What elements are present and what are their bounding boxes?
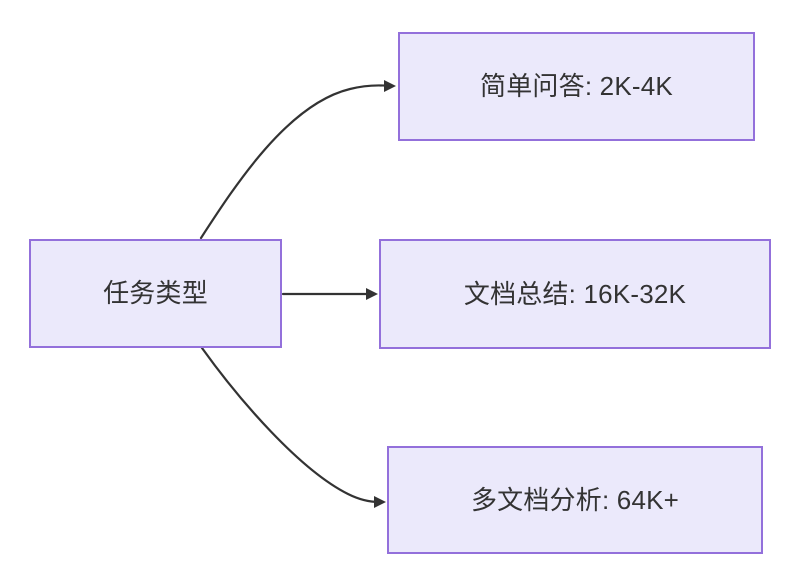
node-label: 文档总结: 16K-32K bbox=[463, 278, 687, 309]
edge-source-to-target-1 bbox=[281, 288, 378, 300]
arrow-head-icon bbox=[374, 496, 386, 508]
arrow-head-icon bbox=[366, 288, 378, 300]
node-label: 简单问答: 2K-4K bbox=[480, 71, 673, 102]
node-label: 多文档分析: 64K+ bbox=[470, 484, 680, 515]
node-multi-document-analysis[interactable]: 多文档分析: 64K+ bbox=[387, 446, 763, 554]
edge-source-to-target-0 bbox=[199, 80, 396, 240]
edge-source-to-target-2 bbox=[200, 346, 386, 508]
node-document-summary[interactable]: 文档总结: 16K-32K bbox=[379, 239, 771, 349]
node-label: 任务类型 bbox=[103, 278, 208, 309]
arrow-head-icon bbox=[384, 80, 396, 92]
edge-path-2 bbox=[200, 346, 381, 504]
node-simple-qa[interactable]: 简单问答: 2K-4K bbox=[398, 32, 755, 141]
node-task-type[interactable]: 任务类型 bbox=[29, 239, 282, 348]
edge-path-0 bbox=[199, 84, 392, 240]
